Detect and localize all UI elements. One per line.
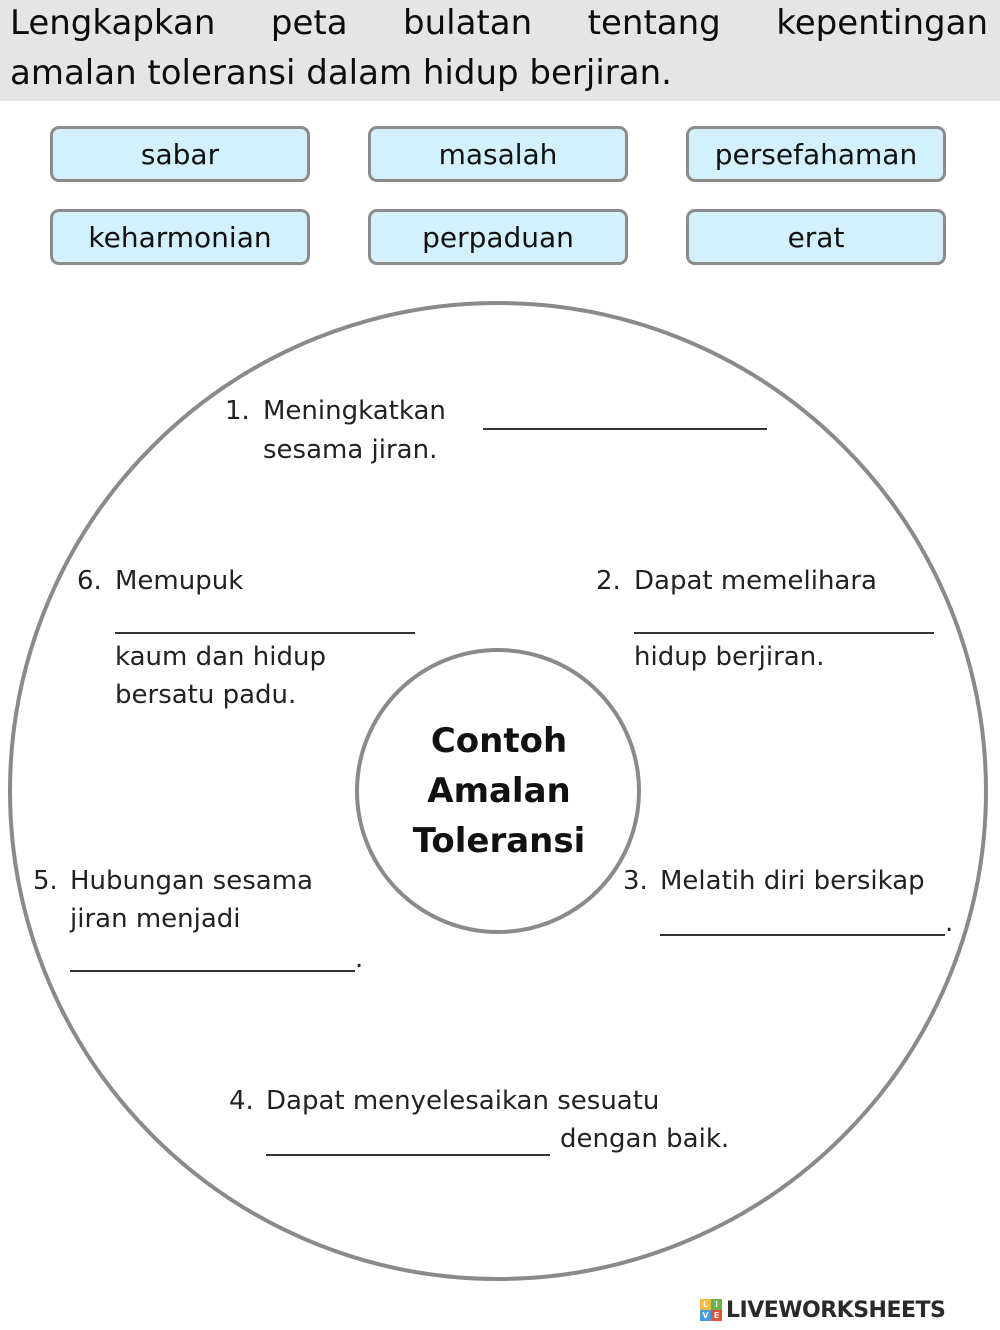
item-3-answer-blank[interactable] <box>660 908 945 936</box>
item-4-answer-blank[interactable] <box>266 1128 550 1156</box>
item-5-text-line-2: jiran menjadi <box>70 904 241 934</box>
item-1-text-line-2: sesama jiran. <box>263 435 438 465</box>
center-topic: Contoh Amalan Toleransi <box>398 716 600 866</box>
item-4-text-line-1: Dapat menyelesaikan sesuatu <box>266 1086 660 1116</box>
item-6-number: 6. <box>77 566 102 596</box>
item-4-text-after-blank: dengan baik. <box>560 1124 730 1154</box>
item-5-number: 5. <box>33 866 58 896</box>
logo-letter-l: L <box>700 1299 711 1310</box>
item-3-number: 3. <box>623 866 648 896</box>
item-6-text-line-3: kaum dan hidup <box>115 642 326 672</box>
word-option-perpaduan[interactable]: perpaduan <box>368 209 628 265</box>
item-1-number: 1. <box>225 396 250 426</box>
item-3-end-period: . <box>945 908 954 938</box>
item-3-text-line-1: Melatih diri bersikap <box>660 866 925 896</box>
item-6-answer-blank[interactable] <box>115 606 415 634</box>
logo-letter-v: V <box>700 1310 711 1321</box>
item-2-number: 2. <box>596 566 621 596</box>
center-topic-line-3: Toleransi <box>412 821 586 861</box>
center-topic-line-1: Contoh <box>430 721 568 761</box>
word-option-keharmonian[interactable]: keharmonian <box>50 209 310 265</box>
instruction-banner: Lengkapkan peta bulatan tentang kepentin… <box>0 0 1000 101</box>
item-2-answer-blank[interactable] <box>634 606 934 634</box>
item-2-text-line-3: hidup berjiran. <box>634 642 825 672</box>
word-option-persefahaman[interactable]: persefahaman <box>686 126 946 182</box>
liveworksheets-logo-icon: L I V E <box>700 1299 722 1321</box>
logo-letter-e: E <box>711 1310 722 1321</box>
item-6-text-line-1: Memupuk <box>115 566 244 596</box>
item-4-number: 4. <box>229 1086 254 1116</box>
item-5-text-line-1: Hubungan sesama <box>70 866 313 896</box>
logo-letter-i: I <box>711 1299 722 1310</box>
item-5-answer-blank[interactable] <box>70 944 355 972</box>
item-1-answer-blank[interactable] <box>483 402 767 430</box>
liveworksheets-wordmark: LIVEWORKSHEETS <box>726 1297 946 1323</box>
item-1-text-line-1: Meningkatkan <box>263 396 446 426</box>
liveworksheets-logo: L I V E LIVEWORKSHEETS <box>700 1295 992 1325</box>
center-topic-line-2: Amalan <box>427 771 571 811</box>
item-6-text-line-4: bersatu padu. <box>115 680 297 710</box>
word-option-erat[interactable]: erat <box>686 209 946 265</box>
item-5-end-period: . <box>355 944 364 974</box>
item-2-text-line-1: Dapat memelihara <box>634 566 877 596</box>
instruction-text-line-1: Lengkapkan peta bulatan tentang kepentin… <box>10 3 988 43</box>
word-option-sabar[interactable]: sabar <box>50 126 310 182</box>
word-option-masalah[interactable]: masalah <box>368 126 628 182</box>
instruction-text-line-2: amalan toleransi dalam hidup berjiran. <box>10 53 672 93</box>
